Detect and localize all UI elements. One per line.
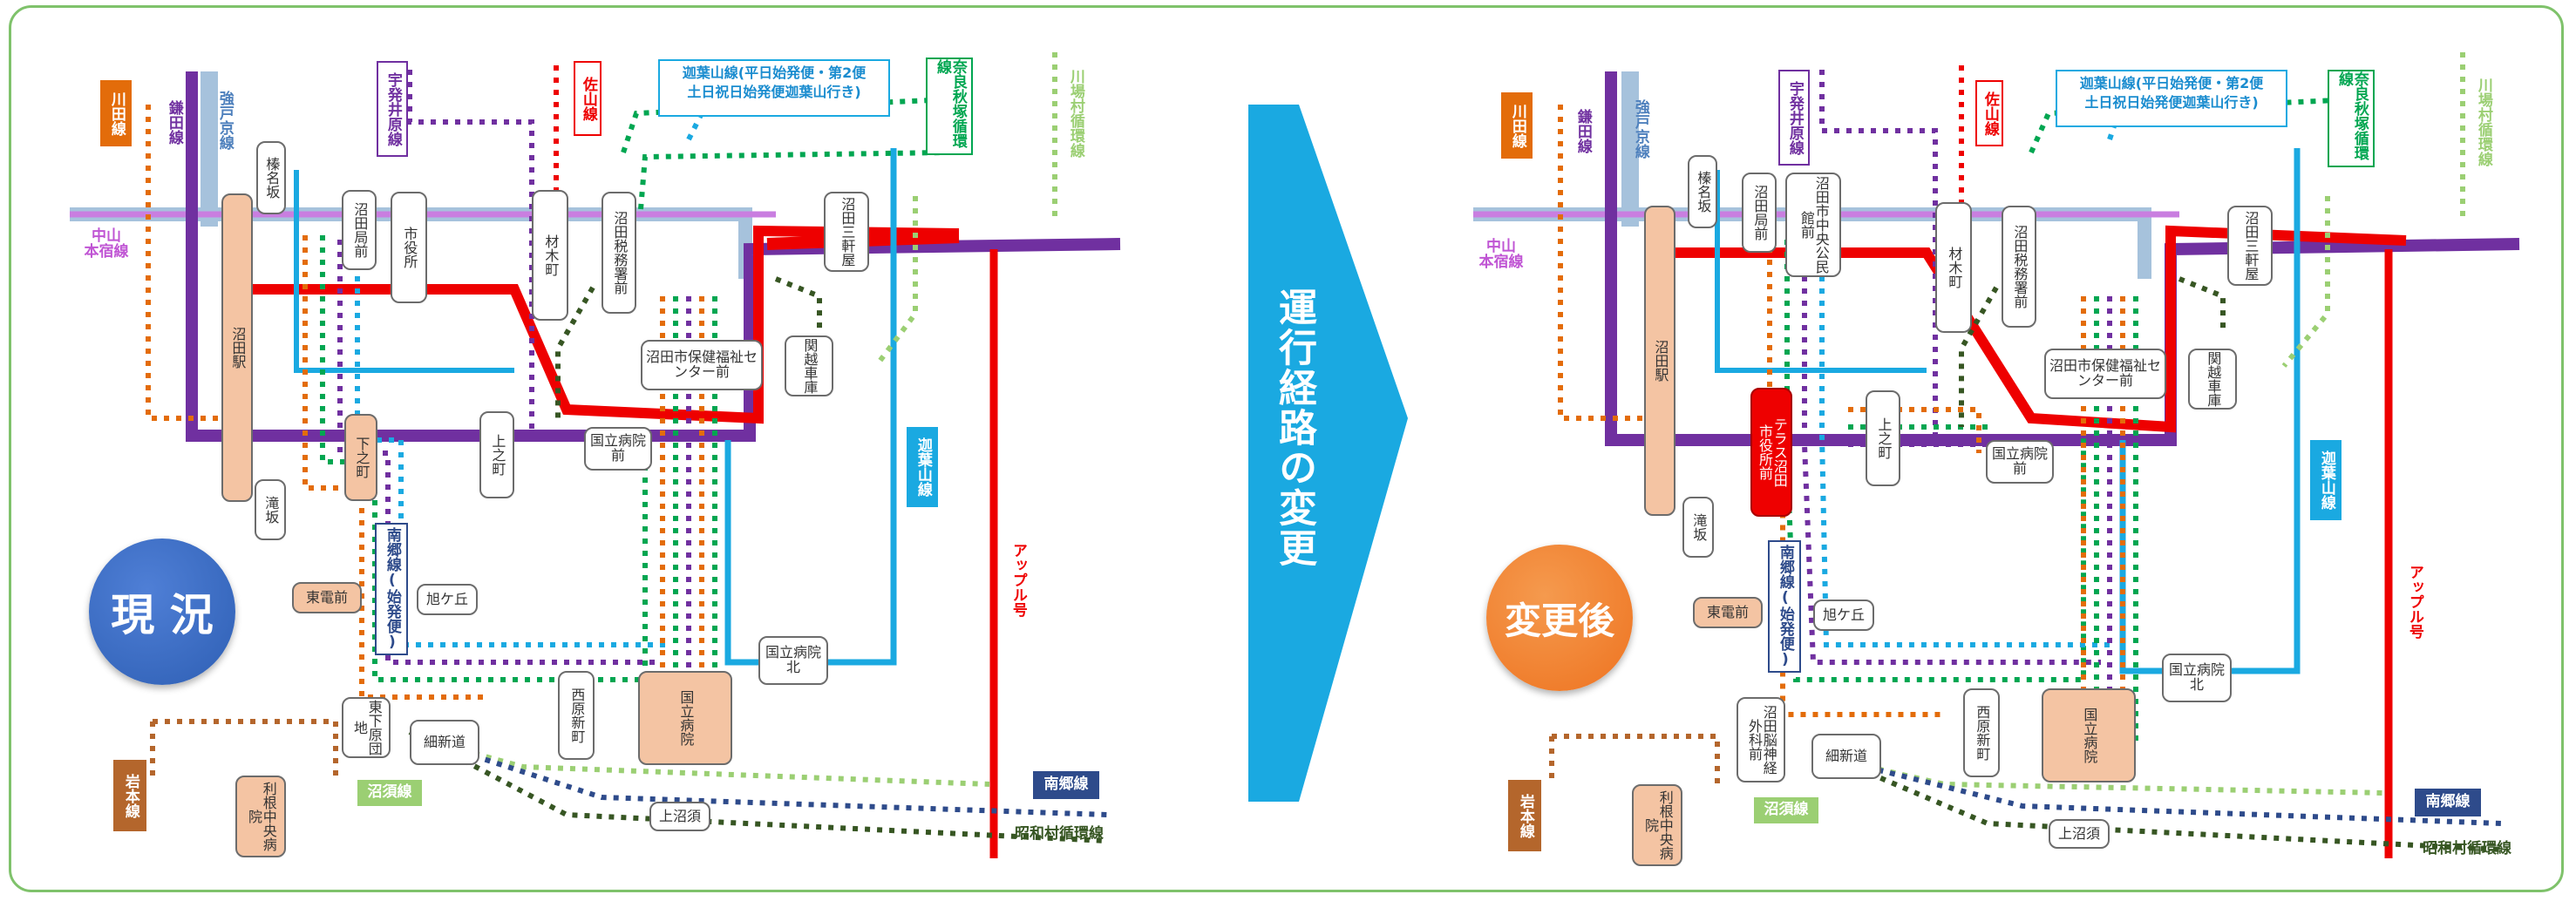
stop-chuo-kominkan-after: 沼田市中央公民館前 [1785,173,1841,277]
badge-after: 変更後 [1486,545,1633,691]
route-label-kayama: 迦葉山線 [907,427,938,507]
route-label-narasaki: 奈良秋塚循環線 [926,58,973,155]
stop-numata-noshinkei-after: 沼田脳神経外科前 [1737,697,1785,782]
route-label-nango-start: 南郷線(始発便) [375,523,408,655]
route-label-kawaba-after: 川場村循環線 [2474,78,2492,166]
stop-kaminocho-after: 上之町 [1866,390,1900,486]
route-label-nango-after: 南郷線 [2415,789,2481,816]
stop-kokuritsu-byoinkita: 国立病院北 [758,636,828,685]
stop-tone-chuo: 利根中央病院 [235,776,286,857]
route-label-nakayama: 中山 本宿線 [84,227,129,261]
stop-nishiharashinmachi-after: 西原新町 [1963,688,2000,777]
route-label-kawata: 川田線 [100,80,132,146]
stop-tone-chuo-after: 利根中央病院 [1632,784,1682,866]
route-label-kamata: 鎌田線 [165,99,183,145]
route-label-apple-after: アップル号 [2405,564,2423,639]
route-label-showa-after: 昭和村循環線 [2423,840,2511,858]
stop-asahigaoka-after: 旭ケ丘 [1813,600,1874,631]
stop-hososhinmichi-after: 細新道 [1811,734,1881,779]
route-label-nango-start-after: 南郷線(始発便) [1768,540,1801,673]
stop-zaimokucho-after: 材木町 [1935,202,1972,333]
stop-harunazaka: 榛名坂 [256,141,286,214]
stop-shiyakusho: 市役所 [391,192,427,303]
route-label-kawata-after: 川田線 [1501,92,1533,159]
route-label-iwamoto: 岩本線 [113,760,146,831]
stop-numata-eki-after: 沼田駅 [1644,206,1675,516]
route-label-narasaki-after: 奈良秋塚循環線 [2328,70,2375,167]
stop-kanetsu: 関越車庫 [785,335,833,396]
route-label-uhoibara: 宇発井原線 [377,61,408,157]
route-note-kayama-after: 迦葉山線(平日始発便・第2便 土日祝日始発便迦葉山行き) [2056,70,2287,127]
route-label-sayama-after: 佐山線 [1975,80,2003,146]
route-label-showa: 昭和村循環線 [1015,825,1104,843]
outer-frame [9,5,2564,892]
route-note-kayama: 迦葉山線(平日始発便・第2便 土日祝日始発便迦葉山行き) [658,59,890,117]
route-label-komi: 強戸京線 [215,91,234,150]
route-label-uhoibara-after: 宇発井原線 [1778,70,1810,166]
stop-zaimokucho: 材木町 [532,190,568,321]
stop-numata-eki: 沼田駅 [221,193,253,502]
route-label-apple: アップル号 [1009,542,1027,617]
map-after: 川田線 鎌田線 強戸京線 宇発井原線 佐山線 迦葉山線(平日始発便・第2便 土日… [1421,0,2572,901]
stop-numata-sankenya-after: 沼田三軒屋 [2227,206,2273,286]
stop-hoken-center-after: 沼田市保健福祉センター前 [2044,349,2166,399]
stop-kokuritsu-byoinmae: 国立病院前 [584,427,652,471]
route-label-nakayama-after: 中山 本宿線 [1478,238,1524,271]
stop-harunazaka-after: 榛名坂 [1688,155,1717,228]
stop-higashishimohara: 東下原団地 [342,697,391,758]
route-label-kayama-after: 迦葉山線 [2310,440,2342,520]
route-label-iwamoto-after: 岩本線 [1508,780,1541,851]
stop-kaminumasu: 上沼須 [649,802,710,831]
route-label-nango: 南郷線 [1033,771,1099,799]
stop-takizaka: 滝坂 [255,479,286,540]
route-label-komi-after: 強戸京線 [1631,99,1649,159]
stop-numata-kyokumae-after: 沼田局前 [1742,173,1777,253]
stop-numata-sankenya: 沼田三軒屋 [824,192,869,272]
stop-numata-zeimusho-after: 沼田税務署前 [2002,206,2036,328]
route-label-sayama: 佐山線 [574,61,602,136]
route-label-kamata-after: 鎌田線 [1573,108,1592,153]
stop-todenmae-after: 東電前 [1693,597,1763,628]
stop-numata-kyokumae: 沼田局前 [342,190,377,270]
stop-nishiharashinmachi: 西原新町 [558,671,595,760]
stop-kokuritsu-byoinmae-after: 国立病院前 [1986,440,2054,484]
route-label-numasu-after: 沼須線 [1754,797,1818,823]
transition-label: 運行経路の変更 [1272,288,1316,568]
stop-kaminumasu-after: 上沼須 [2049,819,2110,849]
stop-kokuritsu-byoin-after: 国立病院 [2042,688,2136,782]
stop-todenmae: 東電前 [292,582,362,613]
route-label-kawaba: 川場村循環線 [1066,69,1084,158]
stop-asahigaoka: 旭ケ丘 [417,584,478,615]
route-label-numasu: 沼須線 [357,780,422,806]
stop-kanetsu-after: 関越車庫 [2188,349,2237,410]
map-current: 川田線 鎌田線 強戸京線 宇発井原線 佐山線 迦葉山線(平日始発便・第2便 土日… [0,0,1238,901]
stop-takizaka-after: 滝坂 [1682,497,1714,558]
stop-kaminocho: 上之町 [479,411,514,498]
stop-shimonocho: 下之町 [344,414,377,501]
stop-terrace-after: テラス沼田 市役所前 [1750,388,1792,517]
stop-numata-zeimusho: 沼田税務署前 [602,192,636,314]
badge-current: 現 況 [89,539,235,685]
stop-kokuritsu-byoinkita-after: 国立病院北 [2162,654,2232,702]
stop-hososhinmichi: 細新道 [410,720,479,765]
stop-hoken-center: 沼田市保健福祉センター前 [641,340,763,390]
stop-kokuritsu-byoin: 国立病院 [638,671,732,765]
